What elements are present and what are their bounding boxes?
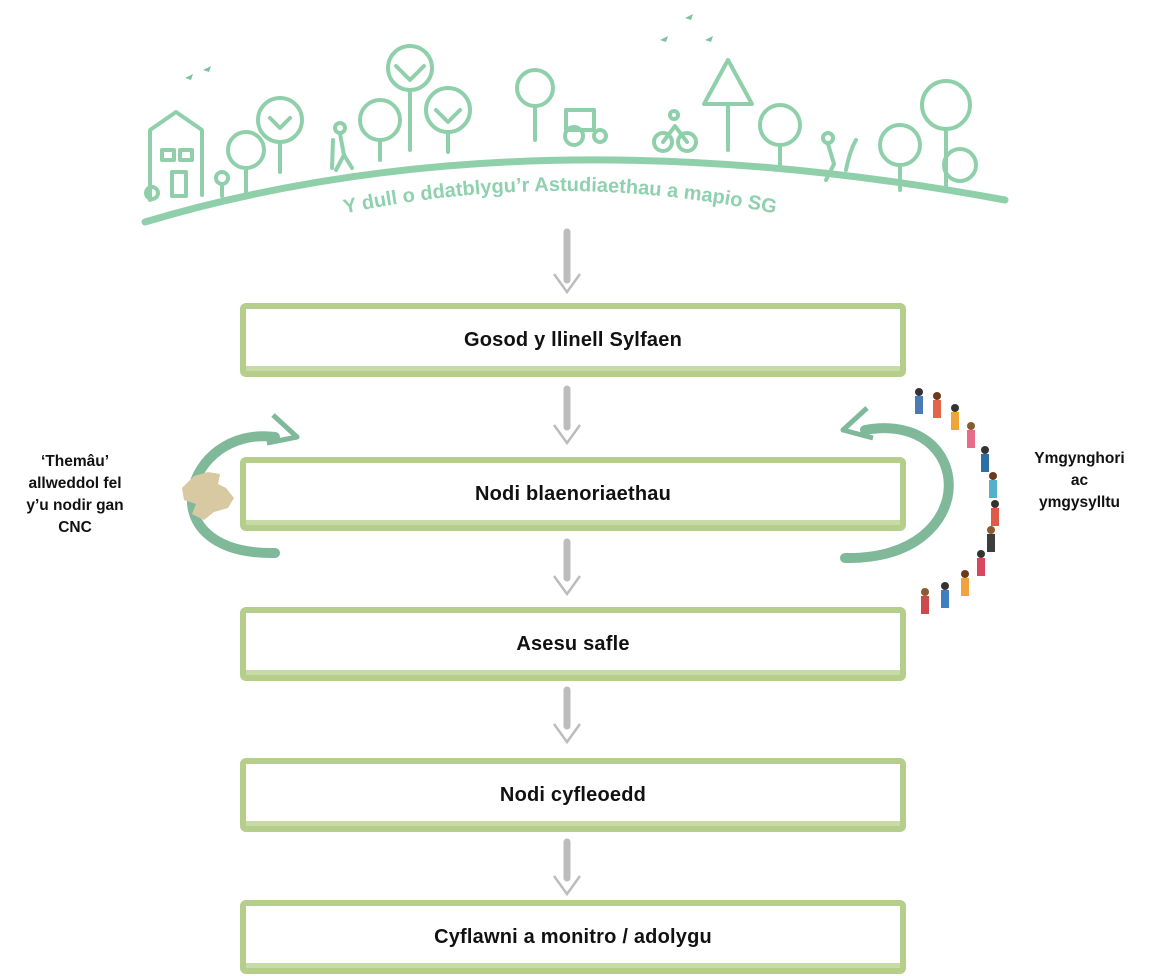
- gardener-icon: [821, 131, 858, 182]
- step-box-baseline: Gosod y llinell Sylfaen: [240, 303, 906, 377]
- right-loop-label: Ymgynghori ac ymgysylltu: [1010, 448, 1149, 514]
- down-arrow-icon: [552, 228, 582, 295]
- down-arrow-icon: [552, 838, 582, 897]
- step-box-deliver-monitor: Cyflawni a monitro / adolygu: [240, 900, 906, 974]
- left-label-line: ‘Themâu’: [40, 453, 110, 470]
- step-box-priorities: Nodi blaenoriaethau: [240, 457, 906, 531]
- right-label-line: ac: [1070, 472, 1089, 489]
- step-box-opportunities: Nodi cyfleoedd: [240, 758, 906, 832]
- left-loop-label: ‘Themâu’ allweddol fel y’u nodir gan CNC: [0, 451, 150, 539]
- step-label: Cyflawni a monitro / adolygu: [434, 925, 712, 948]
- right-label-line: Ymgynghori: [1034, 450, 1125, 467]
- svg-text:Y dull o ddatblygu’r Astudiaet: Y dull o ddatblygu’r Astudiaethau a mapi…: [341, 174, 778, 218]
- down-arrow-icon: [552, 385, 582, 446]
- wales-map-icon: [182, 472, 234, 520]
- down-arrow-icon: [552, 686, 582, 745]
- house-icon: [148, 110, 204, 202]
- down-arrow-icon: [552, 538, 582, 597]
- right-loop-arrow-icon: [840, 406, 954, 564]
- cyclist-icon: [652, 109, 698, 153]
- left-label-line: CNC: [58, 519, 92, 536]
- left-label-line: allweddol fel: [28, 475, 122, 492]
- people-ring-icon: [915, 388, 999, 614]
- arc-title: Y dull o ddatblygu’r Astudiaethau a mapi…: [341, 174, 778, 218]
- step-label: Asesu safle: [516, 632, 630, 655]
- step-label: Nodi cyfleoedd: [499, 783, 647, 806]
- step-label: Gosod y llinell Sylfaen: [464, 328, 682, 351]
- step-box-site-assessment: Asesu safle: [240, 607, 906, 681]
- hiker-icon: [330, 121, 354, 172]
- right-label-line: ymgysylltu: [1039, 494, 1120, 511]
- landscape-illustration: Y dull o ddatblygu’r Astudiaethau a mapi…: [141, 14, 1009, 226]
- tractor-icon: [563, 108, 608, 147]
- left-label-line: y’u nodir gan: [26, 497, 124, 514]
- step-label: Nodi blaenoriaethau: [474, 482, 672, 505]
